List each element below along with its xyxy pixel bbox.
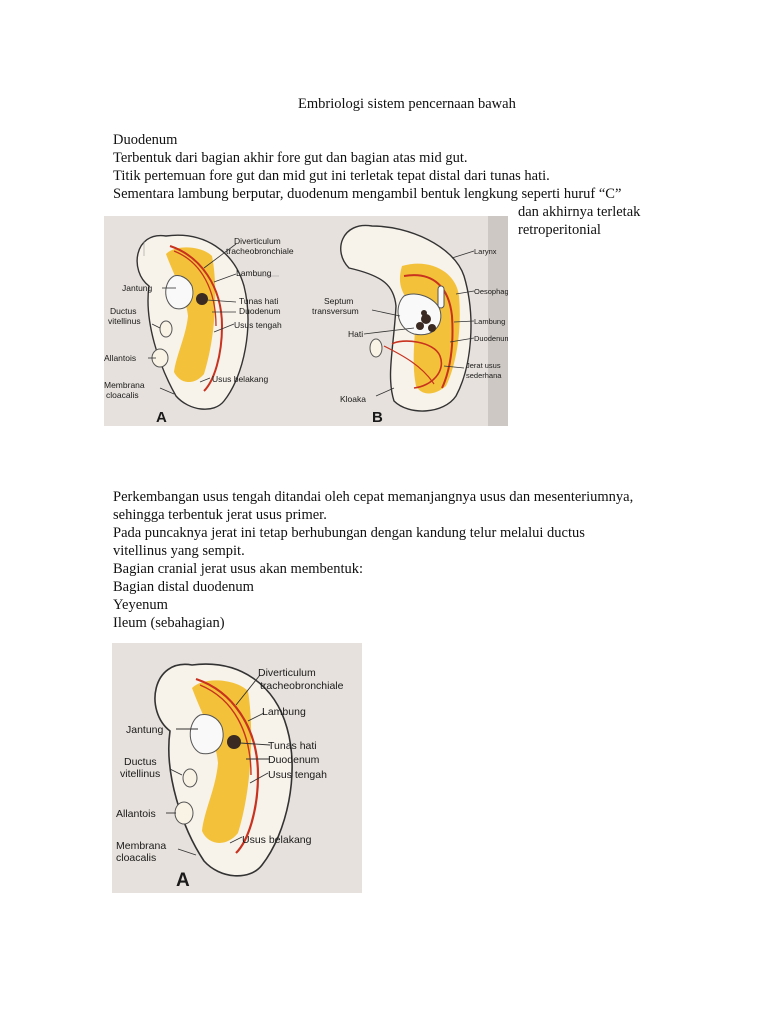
label-a2-allantois: Allantois: [116, 808, 156, 820]
label-a2-ductus: Ductus: [124, 756, 157, 768]
label-a2-usus-tengah: Usus tengah: [268, 769, 327, 781]
embryo-panel-a2-drawing: [154, 663, 293, 877]
panel-b-letter: B: [372, 409, 383, 426]
label-a-tracheobronchiale: tracheobronchiale: [226, 246, 294, 256]
label-b-septum: Septum: [324, 296, 353, 306]
paragraph-line: Bagian cranial jerat usus akan membentuk…: [113, 561, 364, 577]
embryo-figure-a-enlarged: Diverticulum tracheobronchiale Lambung J…: [112, 643, 362, 893]
label-b-hati: Hati: [348, 329, 363, 339]
section-heading-duodenum: Duodenum: [113, 132, 178, 148]
label-a-vitellinus: vitellinus: [108, 316, 141, 326]
label-a-ductus: Ductus: [110, 306, 136, 316]
label-a2-cloacalis: cloacalis: [116, 852, 156, 864]
label-a-diverticulum: Diverticulum: [234, 236, 281, 246]
paragraph-line: vitellinus yang sempit.: [113, 543, 245, 559]
label-b-transversum: transversum: [312, 306, 359, 316]
label-a2-diverticulum: Diverticulum: [258, 667, 316, 679]
label-a-usus-tengah: Usus tengah: [234, 320, 282, 330]
label-a-tunas-hati: Tunas hati: [239, 296, 278, 306]
label-b-duodenum: Duodenum: [474, 334, 508, 343]
paragraph-side-line: retroperitonial: [518, 222, 601, 238]
embryo-figure-ab: Diverticulum tracheobronchiale Lambung J…: [104, 216, 508, 426]
label-a-cloacalis: cloacalis: [106, 390, 139, 400]
paragraph-line: Perkembangan usus tengah ditandai oleh c…: [113, 489, 634, 505]
label-a2-usus-belakang: Usus belakang: [242, 834, 312, 846]
embryo-panel-b-drawing: [340, 216, 508, 426]
list-item: Bagian distal duodenum: [113, 579, 254, 595]
label-b-oesophagus: Oesophagus: [474, 287, 508, 296]
label-a-membrana: Membrana: [104, 380, 145, 390]
label-b-jerat-usus: Jerat usus: [466, 361, 501, 370]
label-b-sederhana: sederhana: [466, 371, 502, 380]
label-b-kloaka: Kloaka: [340, 394, 366, 404]
list-item: Ileum (sebahagian): [113, 615, 225, 631]
embryo-figure-ab-svg: Diverticulum tracheobronchiale Lambung J…: [104, 216, 508, 426]
page-title: Embriologi sistem pencernaan bawah: [298, 96, 516, 112]
label-a2-membrana: Membrana: [116, 840, 166, 852]
label-a2-lambung: Lambung: [262, 706, 306, 718]
label-a-lambung: Lambung: [236, 268, 272, 278]
embryo-panel-a-drawing: [136, 234, 279, 410]
paragraph-side-line: dan akhirnya terletak: [518, 204, 641, 220]
label-b-larynx: Larynx: [474, 247, 497, 256]
label-b-lambung: Lambung: [474, 317, 505, 326]
label-a-usus-belakang: Usus belakang: [212, 374, 269, 384]
label-a2-duodenum: Duodenum: [268, 754, 320, 766]
label-a2-jantung: Jantung: [126, 724, 164, 736]
paragraph-line: sehingga terbentuk jerat usus primer.: [113, 507, 327, 523]
label-a-duodenum: Duodenum: [239, 306, 281, 316]
list-item: Yeyenum: [113, 597, 168, 613]
paragraph-line: Sementara lambung berputar, duodenum men…: [113, 186, 622, 202]
label-a2-tunas-hati: Tunas hati: [268, 740, 317, 752]
label-a2-tracheobronchiale: tracheobronchiale: [260, 680, 344, 692]
embryo-figure-a-svg: Diverticulum tracheobronchiale Lambung J…: [116, 663, 344, 891]
label-a2-vitellinus: vitellinus: [120, 768, 160, 780]
label-a-allantois: Allantois: [104, 353, 136, 363]
paragraph-line: Titik pertemuan fore gut dan mid gut ini…: [113, 168, 550, 184]
panel-a-letter: A: [156, 409, 167, 426]
figure2-letter: A: [176, 870, 190, 891]
paragraph-line: Terbentuk dari bagian akhir fore gut dan…: [113, 150, 468, 166]
label-a-jantung: Jantung: [122, 283, 153, 293]
paragraph-line: Pada puncaknya jerat ini tetap berhubung…: [113, 525, 585, 541]
